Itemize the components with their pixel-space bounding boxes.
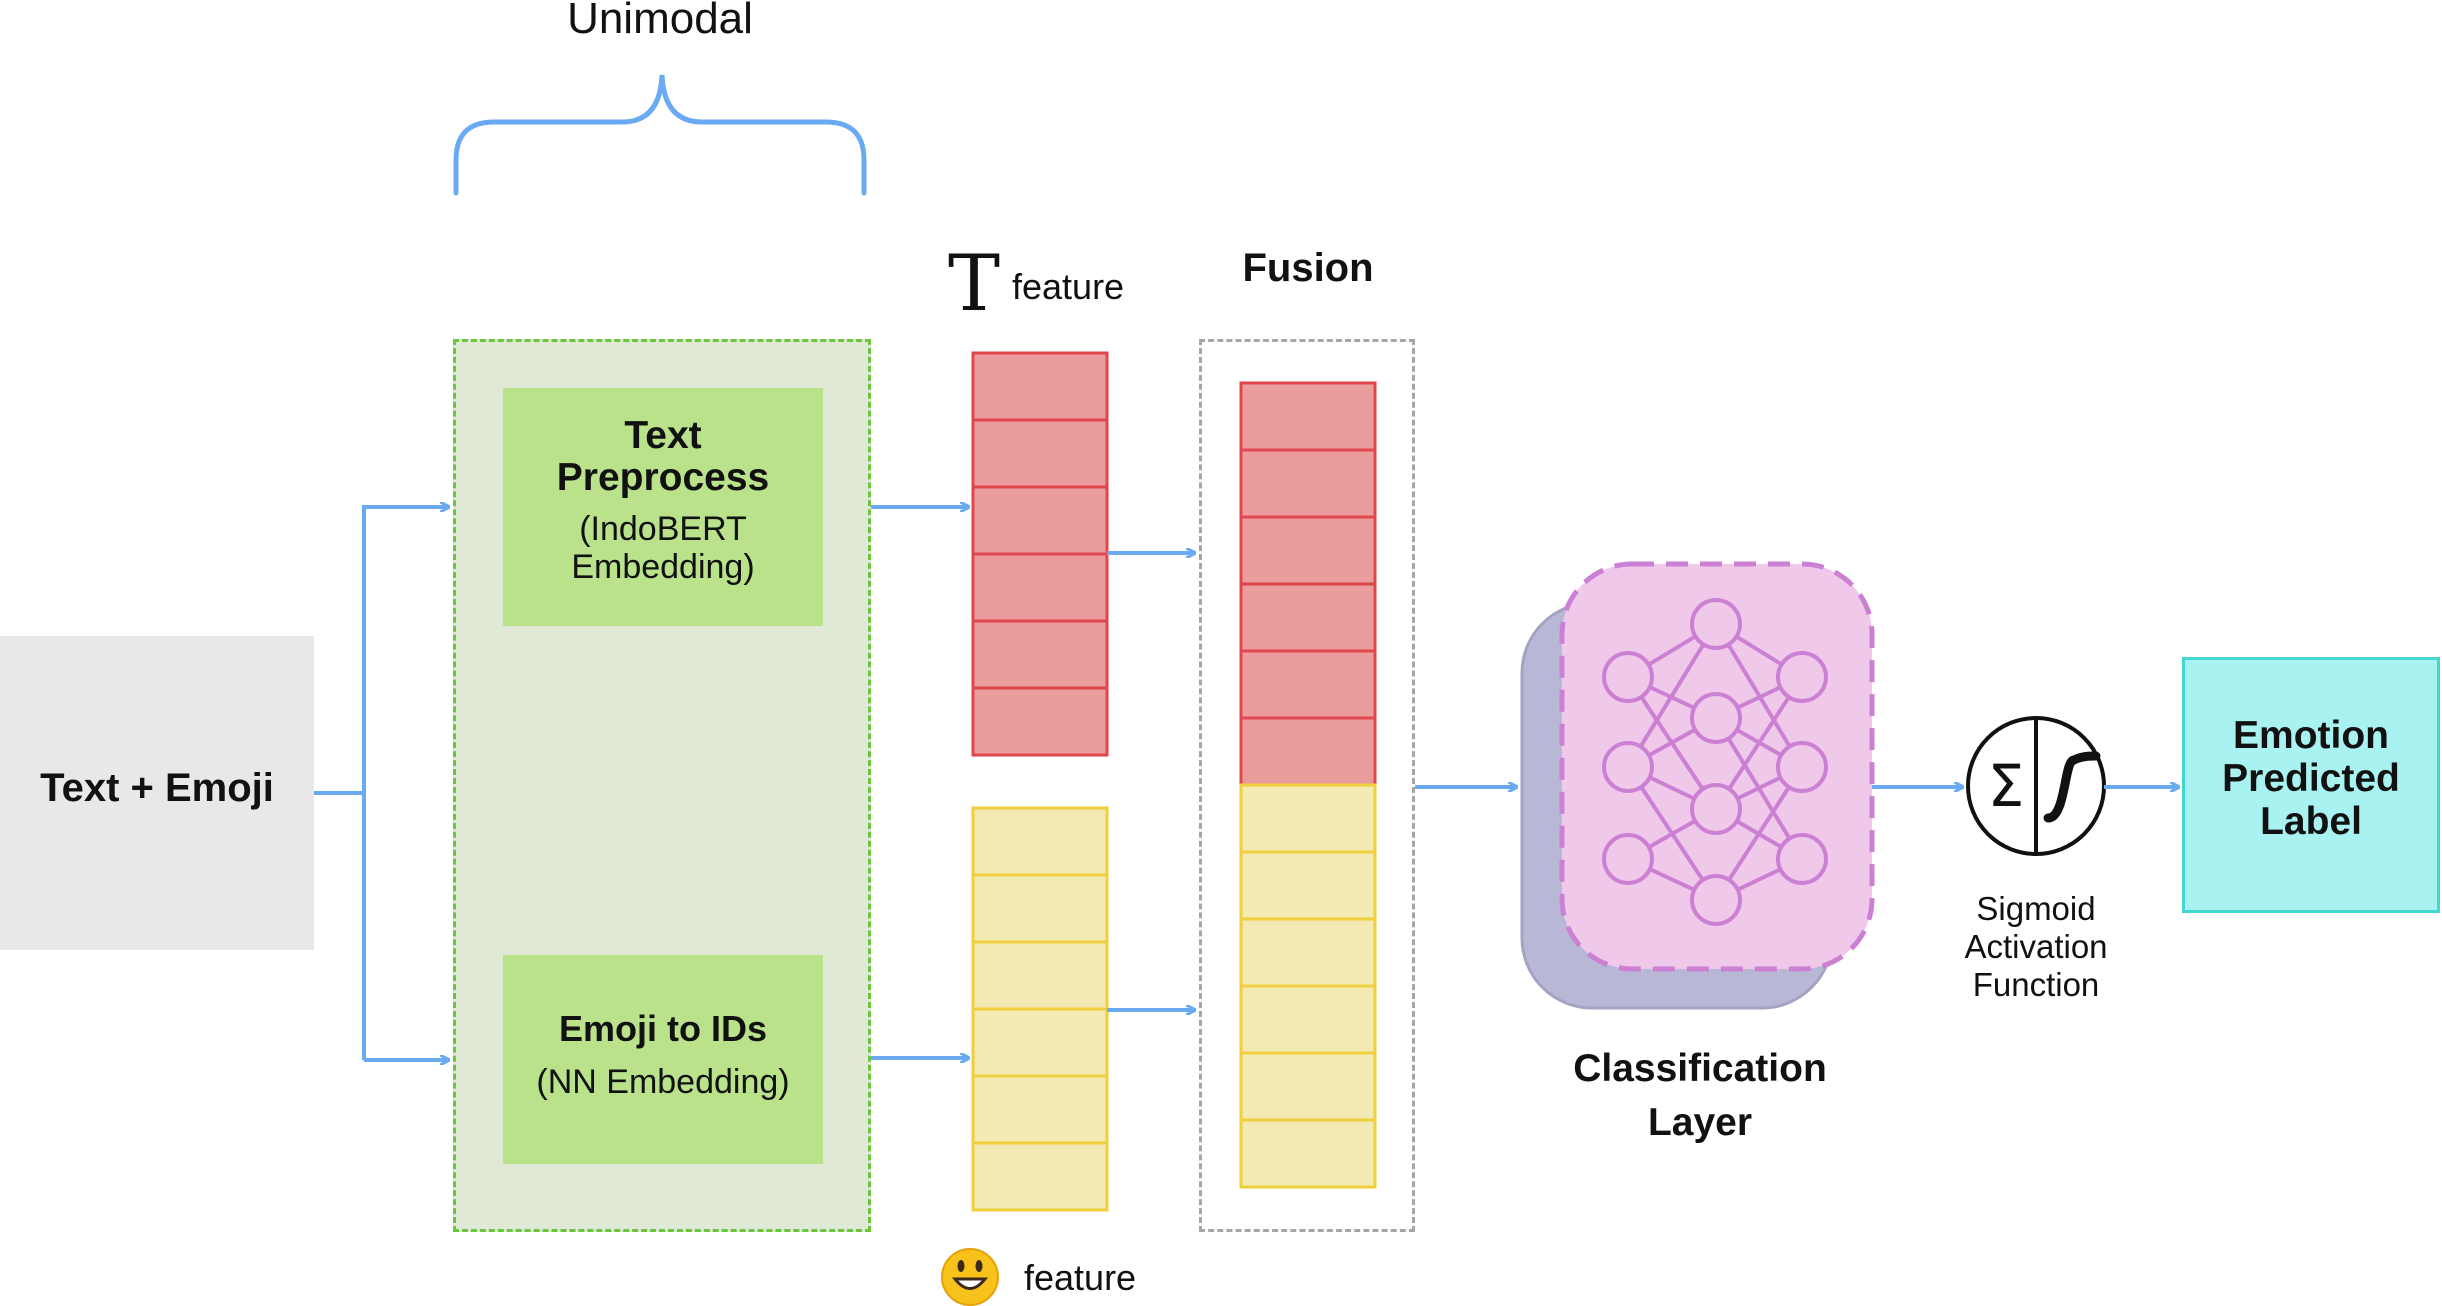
unimodal-brace — [453, 74, 867, 196]
feature-to-fusion-arrows — [1107, 553, 1194, 1010]
emoji-to-ids-box: Emoji to IDs (NN Embedding) — [503, 955, 823, 1164]
output-line1: Emotion — [2233, 714, 2389, 757]
emoji-feature-vector — [971, 806, 1109, 1212]
text-feature-icon: T — [947, 239, 1001, 329]
classifier-label-line1: Classification — [1573, 1047, 1827, 1090]
emoji-to-ids-sub: (NN Embedding) — [536, 1063, 790, 1101]
input-box — [0, 636, 314, 950]
fused-feature-vector — [1239, 381, 1377, 1189]
sigmoid-curve-icon — [2043, 751, 2101, 823]
text-feature-cell — [971, 351, 1109, 422]
text-preprocess-sub-line1: (IndoBERT — [579, 510, 747, 548]
text-feature-cell — [971, 485, 1109, 556]
fused-emoji-cell — [1239, 917, 1377, 988]
fused-text-cell — [1239, 448, 1377, 519]
sigmoid-label-line2: Activation — [1964, 928, 2108, 965]
text-feature-cell — [971, 552, 1109, 623]
emoji-feature-cell — [971, 873, 1109, 944]
emoji-feature-cell — [971, 1007, 1109, 1078]
fused-text-cell — [1239, 381, 1377, 452]
text-feature-vector — [971, 351, 1109, 757]
fused-text-cell — [1239, 649, 1377, 720]
output-line3: Label — [2260, 800, 2362, 843]
emoji-to-ids-title: Emoji to IDs — [558, 1008, 768, 1049]
fused-emoji-cell — [1239, 984, 1377, 1055]
text-feature-label: feature — [1012, 266, 1125, 307]
text-feature-cell — [971, 619, 1109, 690]
output-line2: Predicted — [2222, 757, 2400, 800]
emoji-feature-cell — [971, 940, 1109, 1011]
text-preprocess-title-line1: Text — [624, 414, 702, 457]
text-feature-cell — [971, 418, 1109, 489]
text-preprocess-title-line2: Preprocess — [556, 456, 770, 499]
emoji-feature-cell — [971, 1074, 1109, 1145]
output-box: Emotion Predicted Label — [2182, 657, 2440, 913]
neural-network-icon — [1602, 598, 1828, 926]
classifier-label-line2: Layer — [1647, 1101, 1753, 1144]
input-split-arrows — [314, 505, 448, 1060]
fusion-title: Fusion — [1242, 246, 1374, 290]
emoji-feature-cell — [971, 806, 1109, 877]
classification-layer-graphic — [1520, 561, 1875, 1010]
text-preprocess-sub-line2: Embedding) — [571, 548, 755, 586]
emoji-feature-label: feature — [1024, 1257, 1137, 1298]
emoji-feature-cell — [971, 1141, 1109, 1212]
fused-emoji-cell — [1239, 783, 1377, 854]
sigmoid-label-line1: Sigmoid — [1976, 890, 2096, 927]
sigmoid-activation-icon: Σ — [1966, 716, 2106, 856]
fused-text-cell — [1239, 582, 1377, 653]
fused-text-cell — [1239, 515, 1377, 586]
fusion-panel — [1199, 339, 1415, 1232]
fused-emoji-cell — [1239, 1118, 1377, 1189]
text-preprocess-box: Text Preprocess (IndoBERT Embedding) — [503, 388, 823, 626]
grinning-face-emoji-icon — [941, 1248, 999, 1306]
unimodal-title: Unimodal — [567, 0, 753, 43]
branch-to-feature-arrows — [864, 507, 968, 1058]
sigmoid-label-line3: Function — [1972, 966, 2100, 1003]
sigma-symbol: Σ — [1988, 752, 2025, 820]
input-label: Text + Emoji — [40, 766, 274, 810]
text-feature-cell — [971, 686, 1109, 757]
fused-text-cell — [1239, 716, 1377, 787]
